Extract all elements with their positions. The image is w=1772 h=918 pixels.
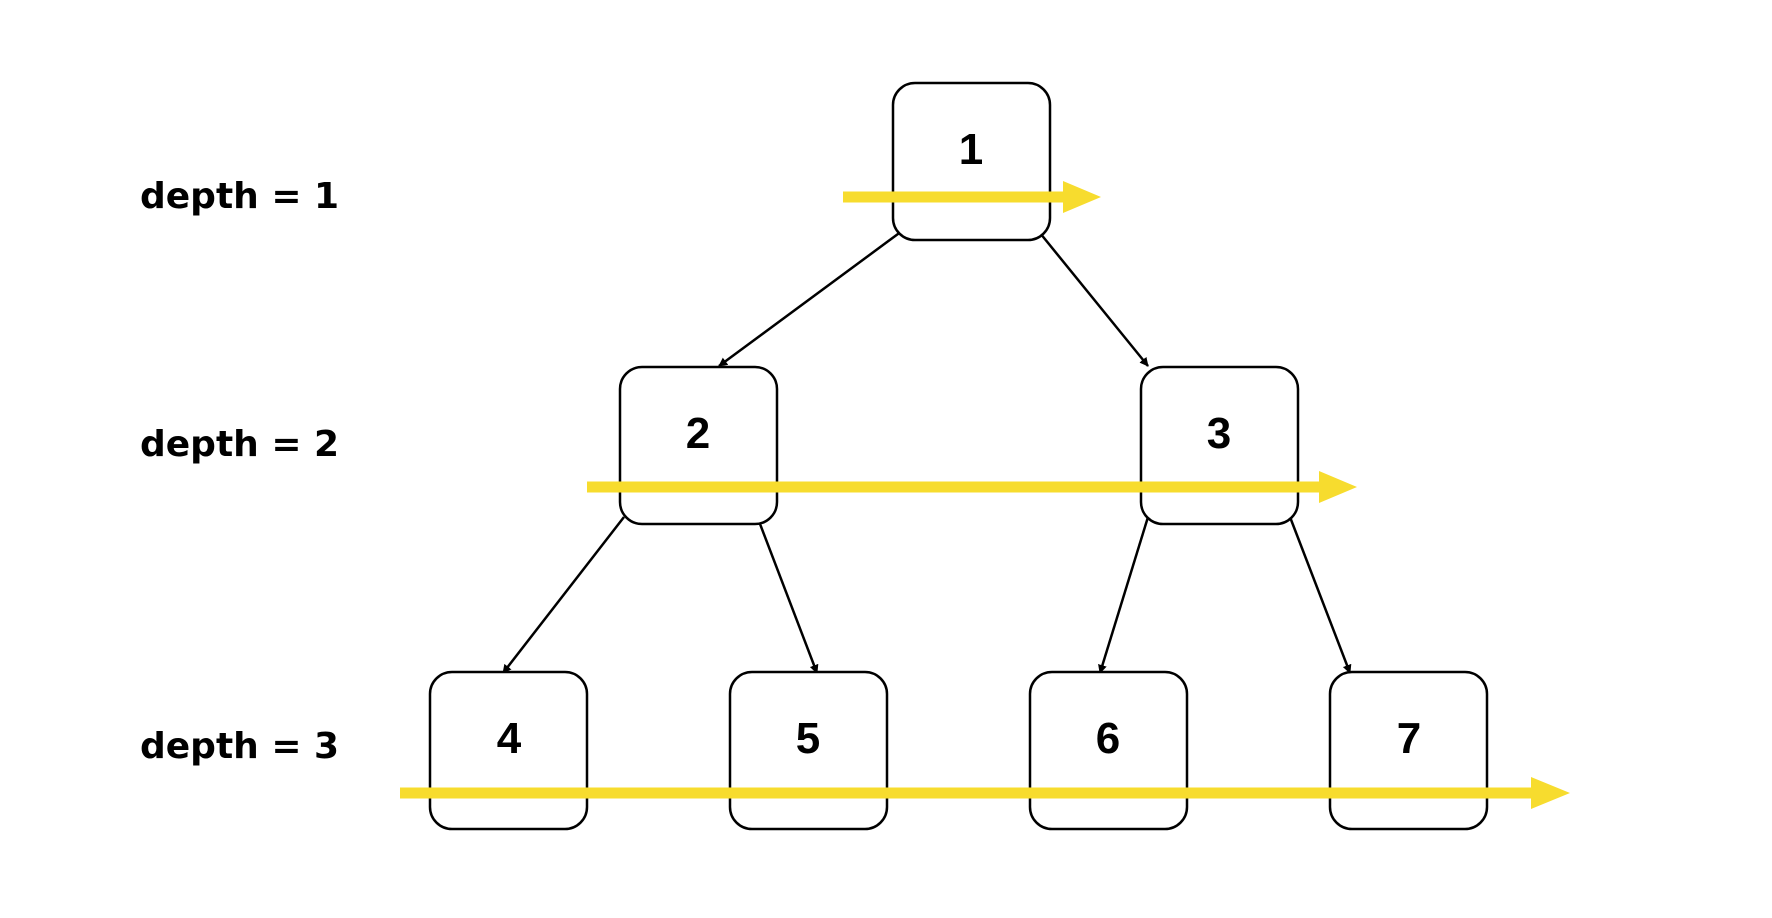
tree-node-4: 4 (428, 670, 589, 831)
depth-label-2: depth = 2 (140, 424, 339, 465)
edge-3-6 (1098, 516, 1150, 674)
edge-1-2 (718, 229, 903, 368)
node-label: 5 (796, 714, 820, 763)
tree-node-2: 2 (618, 365, 779, 526)
edge-3-7 (1288, 516, 1352, 674)
node-label: 4 (497, 714, 522, 763)
depth-label-3: depth = 3 (140, 726, 339, 767)
traversal-arrow-depth-3 (400, 777, 1570, 809)
traversal-arrow-head (1531, 777, 1570, 809)
node-label: 6 (1096, 714, 1120, 763)
depth-label-1: depth = 1 (140, 176, 339, 217)
traversal-arrow-head (1063, 181, 1101, 213)
edge-1-3 (1039, 232, 1149, 367)
tree-node-7: 7 (1328, 670, 1489, 831)
node-label: 2 (686, 409, 710, 458)
tree-node-3: 3 (1139, 365, 1300, 526)
tree-node-1: 1 (891, 81, 1052, 242)
edge-2-5 (755, 515, 819, 674)
node-label: 3 (1207, 409, 1231, 458)
traversal-arrow-depth-2 (587, 471, 1357, 503)
node-label: 1 (959, 125, 983, 174)
traversal-arrows (400, 181, 1570, 809)
traversal-arrow-head (1319, 471, 1357, 503)
edge-2-4 (502, 516, 625, 674)
edges (502, 229, 1352, 674)
traversal-arrow-depth-1 (843, 181, 1101, 213)
tree-node-5: 5 (728, 670, 889, 831)
tree-node-6: 6 (1028, 670, 1189, 831)
node-label: 7 (1397, 714, 1421, 763)
